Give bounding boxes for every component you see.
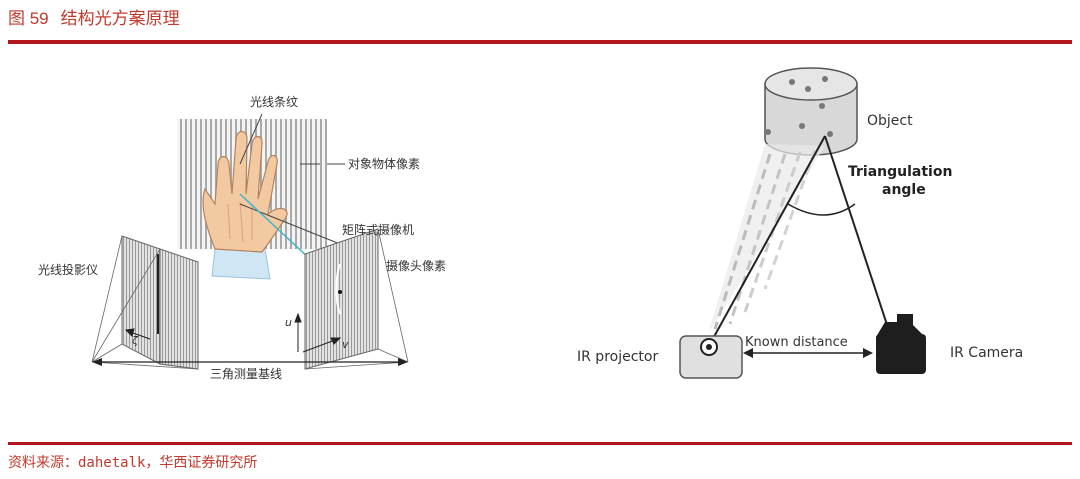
ir-camera-device [876,314,926,374]
label-light-stripes: 光线条纹 [250,95,298,109]
label-ir-projector: IR projector [577,349,658,365]
projector-axis [124,328,151,340]
camera-to-object-line [824,135,891,335]
label-matrix-camera: 矩阵式摄像机 [342,222,414,237]
label-object-pixel: 对象物体像素 [348,157,420,171]
figure-caption: 结构光方案原理 [60,9,180,29]
figure-number: 图 59 [8,9,49,28]
label-ir-camera: IR Camera [950,345,1023,361]
camera-axes [294,312,342,353]
label-object: Object [867,113,913,129]
label-axis-zeta: ζ [131,334,139,347]
projector-panel [121,235,199,370]
label-camera-pixel: 摄像头像素 [386,258,446,273]
baseline-arrow [92,358,408,366]
sleeve [211,248,271,280]
label-axis-u: u [285,316,292,329]
label-angle: angle [882,182,926,198]
perspective-lines [91,228,409,370]
label-light-projector: 光线投影仪 [38,262,98,277]
ir-projector-device [679,335,743,379]
label-triangulation: Triangulation [848,164,952,180]
projected-light-beam [708,144,825,334]
source-note: 资料来源：dahetalk，华西证券研究所 [8,455,258,471]
known-distance-arrow [743,348,873,358]
figure-title: 图 59 结构光方案原理 [8,4,180,29]
top-divider [8,40,1072,44]
label-baseline: 三角测量基线 [210,367,282,381]
label-axis-v: v [342,338,349,351]
object-cylinder [764,67,858,156]
projector-to-object-line [709,135,826,345]
hand-illustration [202,130,288,253]
triangulation-angle-arc [787,203,856,216]
structured-light-diagram: 光线条纹 对象物体像素 矩阵式摄像机 光线投影仪 摄像头像素 三角测量基线 u … [38,95,446,381]
bottom-divider [8,442,1072,445]
triangulation-diagram: Object Triangulation angle Known distanc… [577,67,1023,379]
label-known-distance: Known distance [745,335,848,350]
